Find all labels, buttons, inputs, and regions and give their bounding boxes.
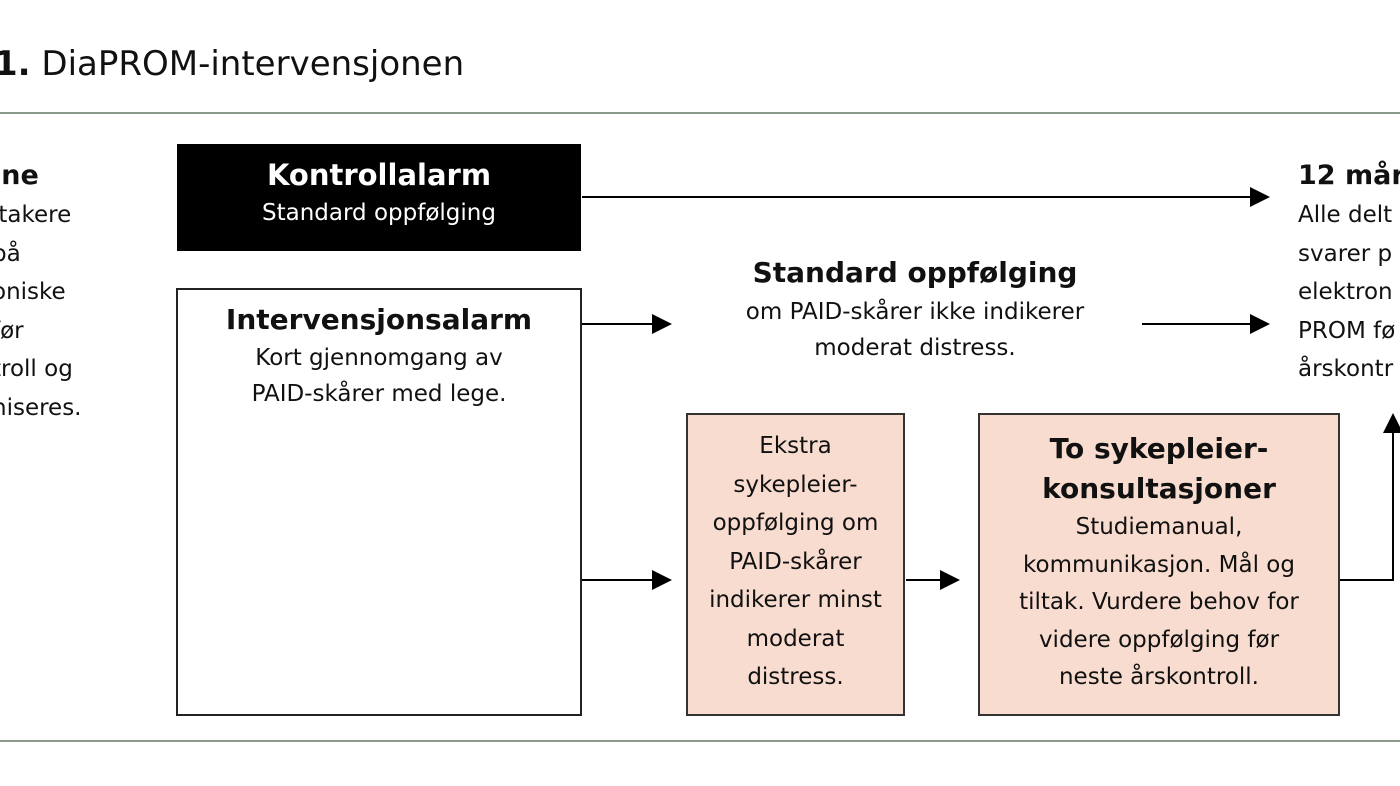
two-consultations-line: tiltak. Vurdere behov for (1019, 589, 1299, 615)
baseline-line: ltakere (0, 202, 72, 228)
figure-title-text: DiaPROM-intervensjonen (41, 44, 465, 84)
baseline-line: niseres. (0, 394, 82, 421)
standard-followup-node: Standard oppfølging om PAID-skårer ikke … (690, 252, 1140, 366)
arrowhead (1250, 314, 1270, 334)
figure-title: 1. DiaPROM-intervensjonen (0, 44, 464, 84)
twelve-month-line: elektron (1298, 279, 1393, 305)
arrowhead (940, 570, 960, 590)
extra-nurse-line: moderat (746, 625, 845, 652)
extra-nurse-line: PAID-skårer (729, 548, 862, 575)
intervention-alarm-line: PAID-skårer med lege. (251, 381, 507, 407)
two-consultations-title: To sykepleier- (1049, 432, 1269, 465)
baseline-heading: ine (0, 160, 39, 191)
baseline-line: oniske (0, 279, 66, 305)
twelve-month-line: svarer p (1298, 240, 1393, 267)
two-consultations-line: videre oppfølging før (1038, 626, 1280, 653)
baseline-line: på (0, 240, 21, 267)
standard-followup-title: Standard oppfølging (752, 256, 1078, 289)
arrow-consultations-to-12m (1340, 432, 1394, 581)
arrowhead (1383, 413, 1400, 433)
twelve-month-line: årskontr (1298, 356, 1394, 382)
control-alarm-box: Kontrollalarm Standard oppfølging (177, 144, 581, 251)
extra-nurse-line: indikerer minst (709, 587, 882, 613)
baseline-line: før (0, 317, 24, 344)
bottom-divider (0, 740, 1400, 742)
extra-nurse-line: sykepleier- (733, 471, 858, 498)
twelve-month-heading: 12 mår (1298, 160, 1400, 191)
two-consultations-title: konsultasjoner (1042, 472, 1276, 505)
two-consultations-line: Studiemanual, (1075, 514, 1243, 540)
standard-followup-line: om PAID-skårer ikke indikerer (745, 299, 1085, 325)
twelve-month-line: PROM fø (1298, 317, 1396, 344)
arrowhead (1250, 187, 1270, 207)
intervention-alarm-line: Kort gjennomgang av (255, 345, 503, 371)
figure-number: 1. (0, 44, 31, 84)
top-divider (0, 112, 1400, 114)
intervention-alarm-title: Intervensjonsalarm (225, 303, 533, 336)
twelve-month-column: 12 mår Alle delt svarer p elektron PROM … (1298, 156, 1400, 389)
two-consultations-line: kommunikasjon. Mål og (1023, 551, 1295, 578)
intervention-alarm-box: Intervensjonsalarm Kort gjennomgang av P… (176, 288, 582, 716)
standard-followup-line: moderat distress. (814, 335, 1016, 361)
control-alarm-subtitle: Standard oppfølging (262, 200, 496, 226)
baseline-line: troll og (0, 356, 73, 382)
control-alarm-title: Kontrollalarm (266, 158, 492, 192)
two-consultations-line: neste årskontroll. (1058, 664, 1259, 690)
extra-nurse-line: oppfølging om (712, 510, 879, 536)
two-consultations-box: To sykepleier- konsultasjoner Studiemanu… (978, 413, 1340, 716)
extra-nurse-followup-box: Ekstra sykepleier- oppfølging om PAID-sk… (686, 413, 905, 716)
extra-nurse-line: distress. (747, 664, 844, 690)
baseline-column: ine ltakere på oniske før troll og niser… (0, 156, 82, 427)
arrowhead (652, 570, 672, 590)
extra-nurse-line: Ekstra (759, 433, 832, 459)
arrowhead (652, 314, 672, 334)
twelve-month-line: Alle delt (1298, 202, 1393, 228)
